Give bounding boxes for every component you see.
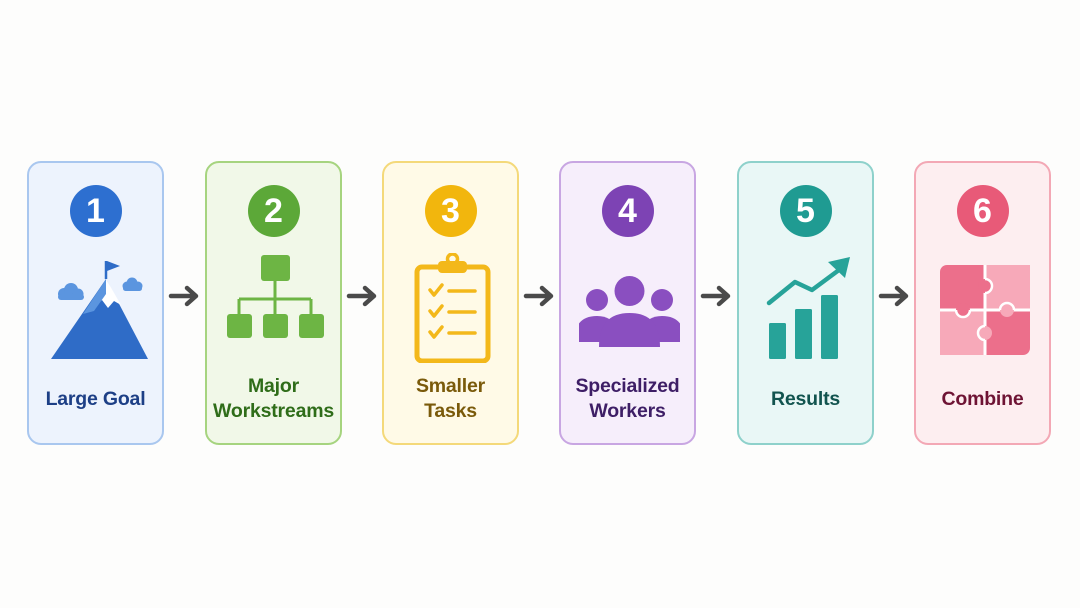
right-arrow-icon bbox=[522, 284, 558, 308]
step-label: Combine bbox=[941, 387, 1024, 410]
step-card-4: 4 Specialized Workers bbox=[559, 161, 696, 445]
step-card-1: 1 Large Goal bbox=[27, 161, 164, 445]
step-number-badge: 4 bbox=[601, 185, 654, 237]
step-label: Large Goal bbox=[45, 387, 146, 410]
right-arrow-icon bbox=[167, 284, 203, 308]
hierarchy-icon bbox=[225, 253, 326, 363]
growth-chart-icon bbox=[757, 253, 858, 363]
puzzle-icon bbox=[934, 253, 1035, 363]
right-arrow-icon bbox=[699, 284, 735, 308]
team-icon bbox=[574, 253, 685, 363]
step-card-5: 5 Results bbox=[737, 161, 874, 445]
step-card-2: 2 Major Works bbox=[205, 161, 342, 445]
checklist-icon bbox=[402, 252, 503, 364]
step-label: Results bbox=[770, 387, 841, 410]
step-number-badge: 3 bbox=[424, 185, 477, 237]
step-card-6: 6 bbox=[914, 161, 1051, 445]
step-number-badge: 2 bbox=[247, 185, 300, 237]
step-number-badge: 6 bbox=[956, 185, 1009, 237]
step-card-3: 3 Smaller Tasks bbox=[382, 161, 519, 445]
step-label: Major Workstreams bbox=[213, 375, 334, 422]
step-number-badge: 5 bbox=[779, 185, 832, 237]
step-label: Specialized Workers bbox=[575, 375, 680, 422]
step-number-badge: 1 bbox=[69, 185, 122, 237]
right-arrow-icon bbox=[345, 284, 381, 308]
mountain-flag-icon bbox=[47, 253, 148, 363]
right-arrow-icon bbox=[877, 284, 913, 308]
step-label: Smaller Tasks bbox=[415, 375, 486, 422]
